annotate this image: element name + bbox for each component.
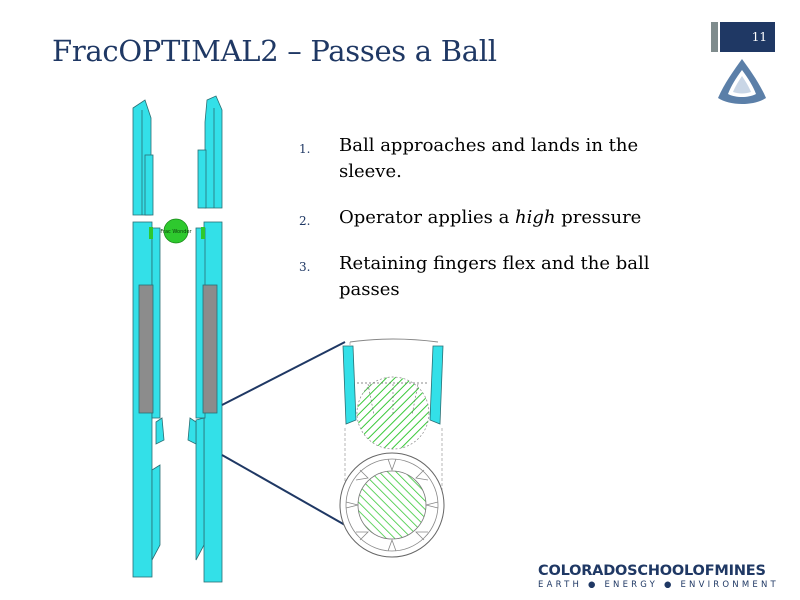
bullet-text: Operator applies a	[339, 207, 516, 228]
mines-triangle-logo-icon	[718, 59, 766, 104]
footer-tagline: EARTH ● ENERGY ● ENVIRONMENT	[538, 580, 779, 590]
bullet-number: 2.	[299, 214, 311, 228]
seat-teeth	[149, 227, 205, 239]
bullet-text: Retaining fingers flex and the ball pass…	[339, 253, 650, 300]
slide-number-badge: 11	[711, 22, 775, 52]
bullet-item: 3. Retaining fingers flex and the ball p…	[299, 251, 699, 303]
tool-left-wall	[132, 99, 161, 578]
slide-title: FracOPTIMAL2 – Passes a Ball	[52, 34, 497, 68]
frac-ball	[163, 218, 189, 244]
footer-logo-text: COLORADOSCHOOLOFMINES	[538, 563, 766, 579]
bullet-number: 1.	[299, 142, 311, 156]
bullet-item: 1. Ball approaches and lands in the slee…	[299, 133, 699, 185]
bullet-text-emphasis: high	[515, 207, 556, 228]
callout-line-bottom	[221, 454, 346, 526]
ball-label: Frac Wonder	[160, 229, 192, 235]
bullet-text: Ball approaches and lands in the sleeve.	[339, 135, 639, 182]
bullet-number: 3.	[299, 260, 311, 274]
slide-number: 11	[720, 22, 775, 52]
bullet-text: pressure	[555, 207, 642, 228]
detail-side-view	[342, 338, 444, 505]
bullet-list: 1. Ball approaches and lands in the slee…	[299, 133, 699, 323]
bullet-item: 2. Operator applies a high pressure	[299, 205, 699, 231]
slide-number-accent	[711, 22, 718, 52]
colorado-school-of-mines-logo: COLORADOSCHOOLOFMINES EARTH ● ENERGY ● E…	[538, 563, 779, 590]
tool-right-wall	[195, 95, 223, 583]
callout-line-top	[221, 341, 346, 406]
detail-end-view	[339, 452, 445, 558]
retaining-fingers	[155, 417, 197, 445]
